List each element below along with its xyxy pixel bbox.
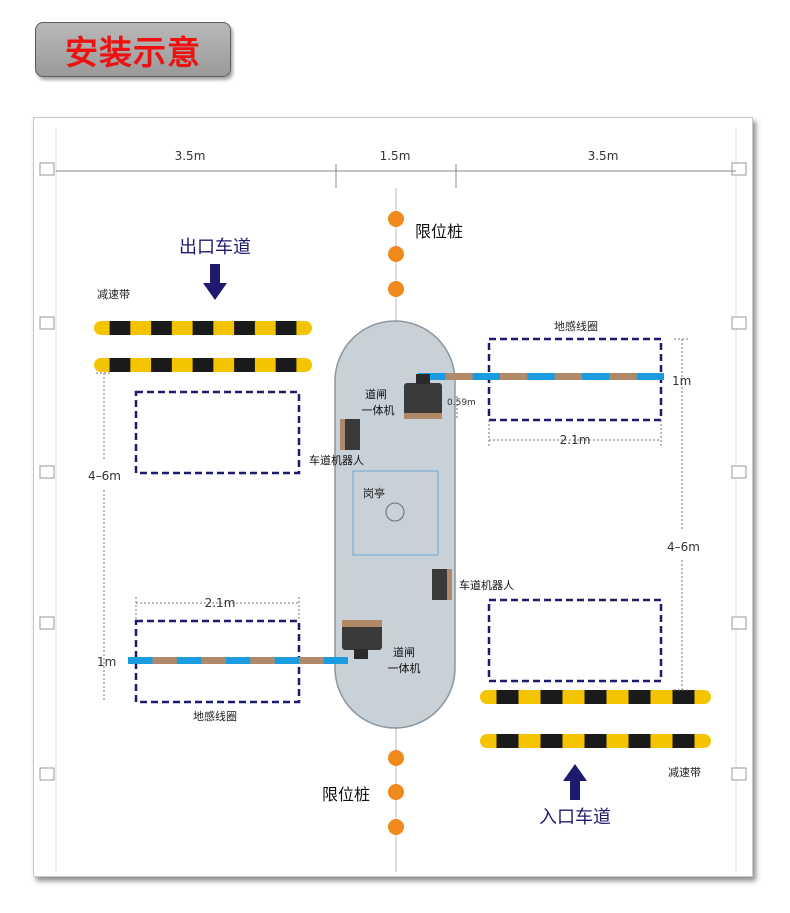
bollard-dot	[388, 211, 404, 227]
speed-bump	[480, 734, 711, 748]
right-span-label: 4–6m	[667, 540, 700, 554]
bollard-dot	[388, 281, 404, 297]
frame-brackets	[39, 162, 747, 781]
gate-offset-label: 0.59m	[447, 398, 476, 408]
robot-bottom-label: 车道机器人	[459, 578, 514, 592]
bollards-bottom	[388, 750, 404, 835]
page-title: 安装示意	[65, 32, 201, 72]
booth-circle-icon	[385, 502, 405, 522]
title-banner: 安装示意	[35, 22, 231, 77]
edge-guides	[55, 128, 737, 872]
booth-label: 岗亭	[363, 486, 385, 500]
right-loop-width-label: 2.1m	[560, 433, 591, 447]
top-dimension-line	[56, 164, 736, 188]
speed-bump	[480, 690, 711, 704]
left-loop-width-label: 2.1m	[205, 596, 236, 610]
barrier-arm	[128, 657, 348, 664]
gate-top-label-line2: 一体机	[362, 403, 395, 417]
right-loop-depth-label: 1m	[672, 374, 691, 388]
left-loop-depth-label: 1m	[97, 655, 116, 669]
gate-bottom-label-line2: 一体机	[388, 661, 421, 675]
bollard-dot	[388, 246, 404, 262]
speed-bump	[94, 321, 312, 335]
exit-lane-label: 出口车道	[179, 237, 251, 258]
gate-unit-bottom	[342, 620, 382, 659]
bollard-bottom-label: 限位桩	[322, 785, 370, 804]
island-width-label: 1.5m	[380, 149, 411, 163]
entry-lane-label: 入口车道	[539, 807, 611, 828]
loop-entry-lower	[487, 598, 663, 683]
booth-outline	[352, 470, 439, 556]
lane-robot-top	[340, 419, 360, 450]
speed-bump	[94, 358, 312, 372]
loop-top-right-label: 地感线圈	[554, 319, 598, 333]
entry-arrow-icon	[563, 764, 587, 800]
robot-top-label: 车道机器人	[309, 453, 364, 467]
gate-bottom-label-line1: 道闸	[393, 645, 415, 659]
speed-bumps	[94, 321, 711, 748]
lane-width-right-label: 3.5m	[588, 149, 619, 163]
bollard-top-label: 限位桩	[415, 222, 463, 241]
bollard-dot	[388, 784, 404, 800]
lane-robot-bottom	[432, 569, 452, 600]
left-span-label: 4–6m	[88, 469, 121, 483]
lane-width-left-label: 3.5m	[175, 149, 206, 163]
speed-bump-bottom-label: 减速带	[668, 766, 701, 779]
bollards-top	[388, 211, 404, 297]
speed-bump-top-label: 减速带	[97, 288, 130, 301]
gate-top-label-line1: 道闸	[365, 387, 387, 401]
gate-unit-top	[404, 374, 442, 419]
exit-arrow-icon	[203, 264, 227, 300]
barrier-arms	[128, 373, 664, 664]
bollard-dot	[388, 750, 404, 766]
bollard-dot	[388, 819, 404, 835]
loop-bottom-left-label: 地感线圈	[193, 709, 237, 723]
barrier-arm	[418, 373, 664, 380]
loop-dimension-lines	[96, 338, 690, 700]
loop-exit-upper	[134, 390, 301, 475]
